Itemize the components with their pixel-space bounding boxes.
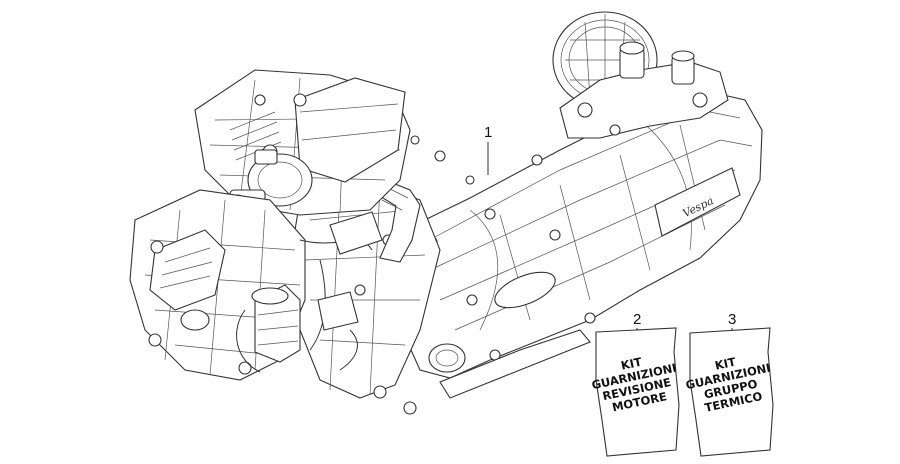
kit-bag-revisione-motore: 2 KIT GUARNIZIONI REVISIONE MOTORE xyxy=(590,311,680,457)
front-mount xyxy=(317,211,383,331)
engine-assembly: Vespa xyxy=(129,11,763,415)
oil-pan xyxy=(439,329,591,399)
studs xyxy=(410,135,475,185)
cover-bolts xyxy=(426,124,621,361)
callout-number-3: 3 xyxy=(728,311,736,328)
kit-bag-gruppo-termico: 3 KIT GUARNIZIONI GRUPPO TERMICO xyxy=(684,311,774,457)
kit-revisione-line-1: KIT xyxy=(620,355,644,373)
output-shaft-boss xyxy=(428,343,466,373)
callout-1: 1 xyxy=(484,124,492,175)
kit-termico-line-1: KIT xyxy=(714,355,738,373)
callout-number-1: 1 xyxy=(484,124,492,141)
callout-number-2: 2 xyxy=(633,311,641,328)
inspection-window xyxy=(494,271,556,309)
upper-mount-bracket xyxy=(559,41,729,139)
starter-motor xyxy=(251,284,301,363)
